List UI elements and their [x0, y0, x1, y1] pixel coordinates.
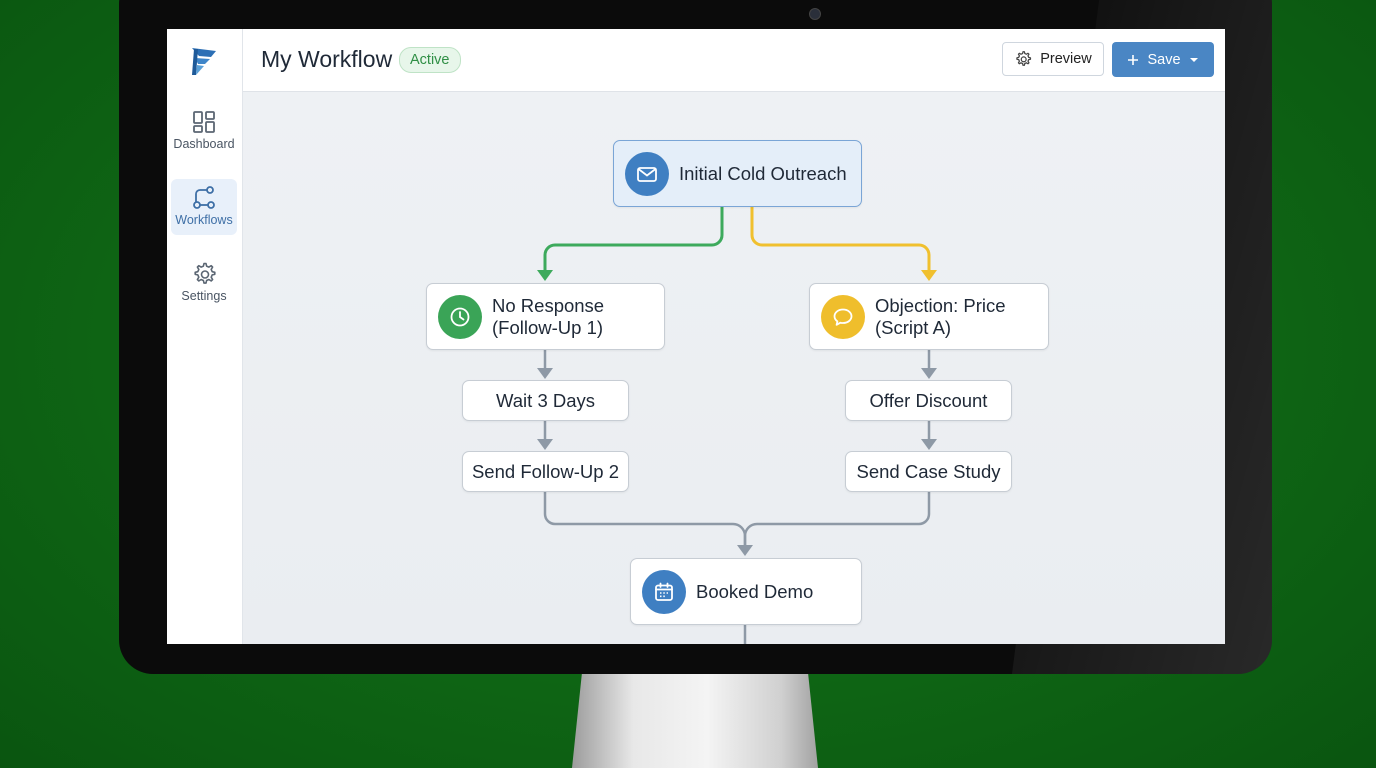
node-label: No Response (Follow-Up 1) [492, 295, 604, 339]
mail-icon [625, 151, 669, 196]
node-label: Objection: Price (Script A) [875, 295, 1006, 339]
node-label: Booked Demo [696, 580, 814, 602]
sidebar-item-settings[interactable]: Settings [171, 255, 237, 311]
workflow-node-objection[interactable]: Objection: Price (Script A) [809, 283, 1049, 350]
workflow-node-offer-discount[interactable]: Offer Discount [845, 380, 1012, 421]
app-window: Dashboard Workflows Settings My Workflow… [167, 29, 1225, 644]
webcam [809, 8, 821, 20]
workflow-node-wait[interactable]: Wait 3 Days [462, 380, 629, 421]
node-label: Send Case Study [856, 460, 1001, 482]
workflow-node-no-response[interactable]: No Response (Follow-Up 1) [426, 283, 665, 350]
header: My Workflow Active Preview Save [243, 29, 1225, 92]
workflow-node-send-case-study[interactable]: Send Case Study [845, 451, 1012, 492]
sidebar-item-dashboard[interactable]: Dashboard [171, 103, 237, 159]
sidebar: Dashboard Workflows Settings [167, 29, 243, 644]
node-label: Initial Cold Outreach [679, 162, 847, 184]
save-button[interactable]: Save [1112, 42, 1214, 77]
node-label: Wait 3 Days [495, 389, 596, 411]
sidebar-item-label: Workflows [175, 213, 233, 227]
sidebar-item-workflows[interactable]: Workflows [171, 179, 237, 235]
workflow-node-start[interactable]: Initial Cold Outreach [613, 140, 862, 207]
node-label-line1: Objection: Price [875, 294, 1006, 316]
calendar-icon [642, 569, 686, 614]
clock-icon [438, 294, 482, 339]
gear-icon [1016, 51, 1032, 66]
dashboard-icon [193, 111, 215, 133]
save-label: Save [1147, 51, 1181, 68]
page-title: My Workflow [261, 46, 393, 72]
preview-label: Preview [1040, 51, 1092, 67]
preview-button[interactable]: Preview [1002, 42, 1104, 76]
monitor-stand [572, 674, 818, 768]
gear-icon [194, 262, 216, 284]
workflow-node-booked-demo[interactable]: Booked Demo [630, 558, 862, 625]
chevron-down-icon[interactable] [1189, 55, 1199, 65]
sidebar-item-label: Settings [181, 289, 227, 303]
workflow-node-send-follow-up[interactable]: Send Follow-Up 2 [462, 451, 629, 492]
app-logo-icon [192, 48, 216, 75]
node-label-line1: No Response [492, 294, 605, 316]
sidebar-item-label: Dashboard [173, 137, 235, 151]
node-label: Offer Discount [869, 389, 988, 411]
node-label-line2: (Follow-Up 1) [492, 316, 604, 338]
plus-icon [1128, 54, 1139, 65]
status-badge: Active [399, 47, 461, 73]
node-label: Send Follow-Up 2 [471, 460, 620, 482]
chat-icon [821, 294, 865, 339]
workflow-icon [193, 186, 215, 209]
node-label-line2: (Script A) [875, 316, 952, 338]
